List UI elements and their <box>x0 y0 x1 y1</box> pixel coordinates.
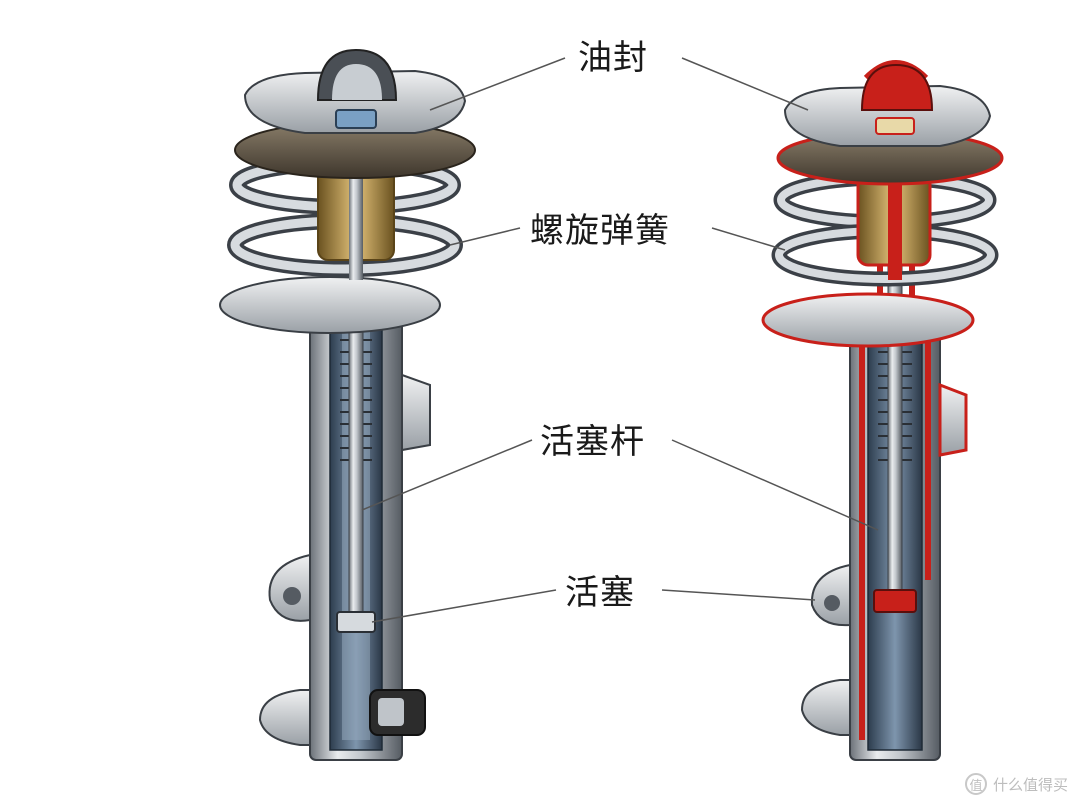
leader-rod-right <box>671 439 879 531</box>
right-mid-bracket <box>810 563 851 627</box>
left-shock-absorber <box>219 48 476 761</box>
label-piston: 活塞 <box>565 573 635 613</box>
left-oil-seal-part <box>335 109 377 129</box>
left-bottom-plug <box>369 689 426 736</box>
left-lower-bracket <box>258 689 311 746</box>
watermark: 值 什么值得买 <box>964 773 1068 795</box>
right-top-mount <box>783 84 992 147</box>
left-mid-bracket-hole <box>283 587 301 605</box>
right-oil-seal-part <box>875 117 915 135</box>
label-piston-rod: 活塞杆 <box>540 422 645 462</box>
watermark-text: 什么值得买 <box>992 775 1068 794</box>
left-lower-spring-seat <box>219 276 441 334</box>
right-lower-spring-seat <box>761 292 975 348</box>
left-side-bracket <box>401 373 431 452</box>
leader-spring-left <box>449 227 521 246</box>
left-piston-part <box>336 611 376 633</box>
leader-oil-seal-right <box>681 57 809 111</box>
label-oil-seal: 油封 <box>578 38 648 78</box>
leader-oil-seal-left <box>429 57 566 111</box>
right-side-bracket <box>938 382 968 457</box>
right-lower-bracket <box>800 679 851 736</box>
right-mid-bracket-hole <box>824 595 840 611</box>
leader-spring-right <box>711 227 786 251</box>
right-top-dome <box>860 63 934 111</box>
label-coil-spring: 螺旋弹簧 <box>530 211 670 251</box>
leader-lines <box>361 57 879 623</box>
right-piston-part <box>873 589 917 613</box>
leader-rod-left <box>361 439 533 511</box>
watermark-logo-icon: 值 <box>964 773 987 795</box>
right-shock-absorber <box>761 60 1004 761</box>
leader-piston-right <box>661 589 816 601</box>
left-top-mount <box>243 69 467 134</box>
leader-piston-left <box>371 589 557 623</box>
